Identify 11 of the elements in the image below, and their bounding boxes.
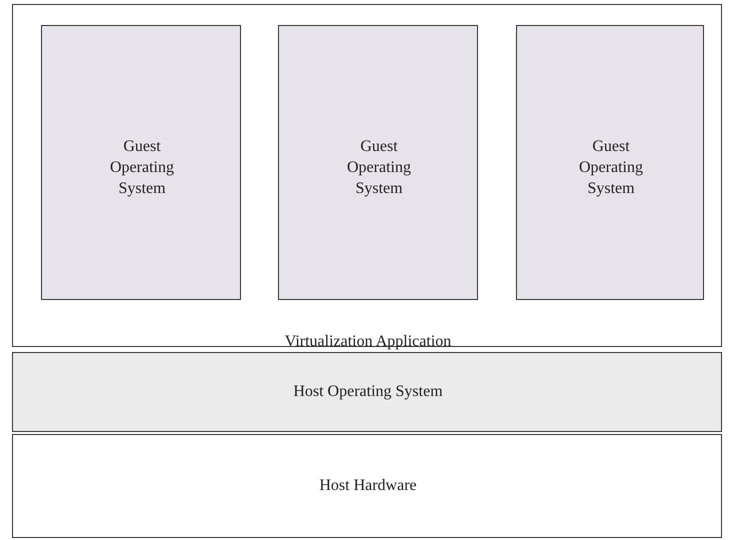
hardware-layer — [12, 434, 722, 538]
layer-label: Host Operating System — [292, 382, 444, 402]
layer-label: Host Hardware — [318, 476, 418, 496]
box-label: Guest Operating System — [109, 137, 175, 199]
host-os-layer — [12, 352, 722, 432]
layer-label: Virtualization Application — [284, 332, 452, 352]
guest-os-box — [41, 25, 241, 300]
guest-os-box — [278, 25, 478, 300]
box-label: Guest Operating System — [346, 137, 412, 199]
guest-os-box — [516, 25, 704, 300]
box-label: Guest Operating System — [578, 137, 644, 199]
